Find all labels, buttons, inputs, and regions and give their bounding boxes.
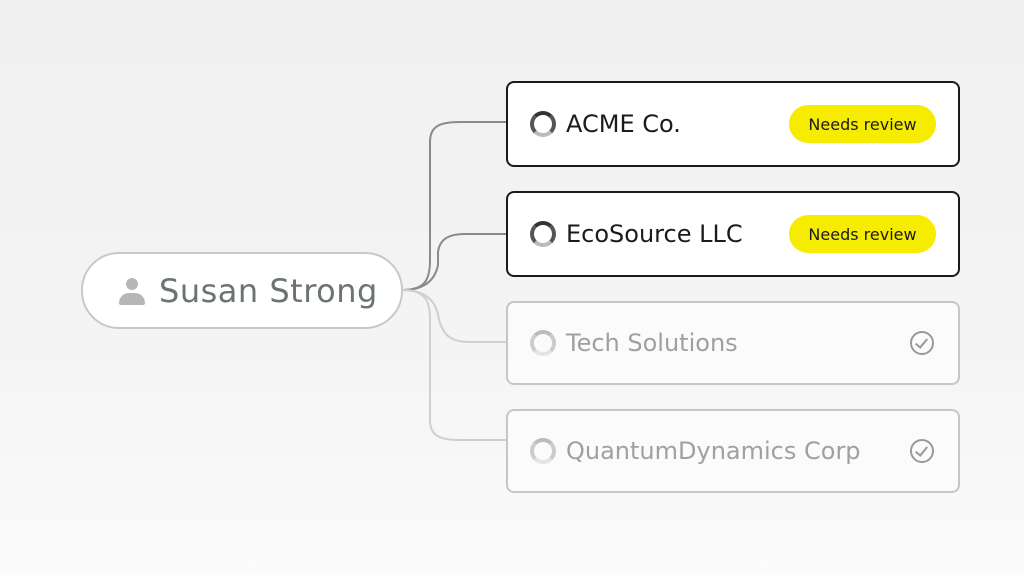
- status-badge: Needs review: [789, 105, 936, 143]
- progress-ring-icon: [530, 111, 556, 137]
- company-name: Tech Solutions: [566, 329, 738, 357]
- connector-quantum: [401, 289, 506, 441]
- company-card-acme[interactable]: ACME Co. Needs review: [506, 81, 960, 167]
- status-badge: Needs review: [789, 215, 936, 253]
- company-card-quantumdynamics[interactable]: QuantumDynamics Corp: [506, 409, 960, 493]
- person-name: Susan Strong: [159, 271, 378, 310]
- company-name: EcoSource LLC: [566, 220, 743, 248]
- person-icon: [117, 276, 147, 306]
- connector-acme: [401, 121, 506, 291]
- progress-ring-icon: [530, 330, 556, 356]
- progress-ring-icon: [530, 438, 556, 464]
- connector-ecosource: [401, 233, 506, 291]
- root-node-person[interactable]: Susan Strong: [81, 252, 403, 329]
- check-circle-icon: [910, 331, 934, 355]
- connector-tech: [401, 289, 506, 343]
- company-card-ecosource[interactable]: EcoSource LLC Needs review: [506, 191, 960, 277]
- check-circle-icon: [910, 439, 934, 463]
- progress-ring-icon: [530, 221, 556, 247]
- company-name: ACME Co.: [566, 110, 681, 138]
- company-card-tech-solutions[interactable]: Tech Solutions: [506, 301, 960, 385]
- company-name: QuantumDynamics Corp: [566, 437, 861, 465]
